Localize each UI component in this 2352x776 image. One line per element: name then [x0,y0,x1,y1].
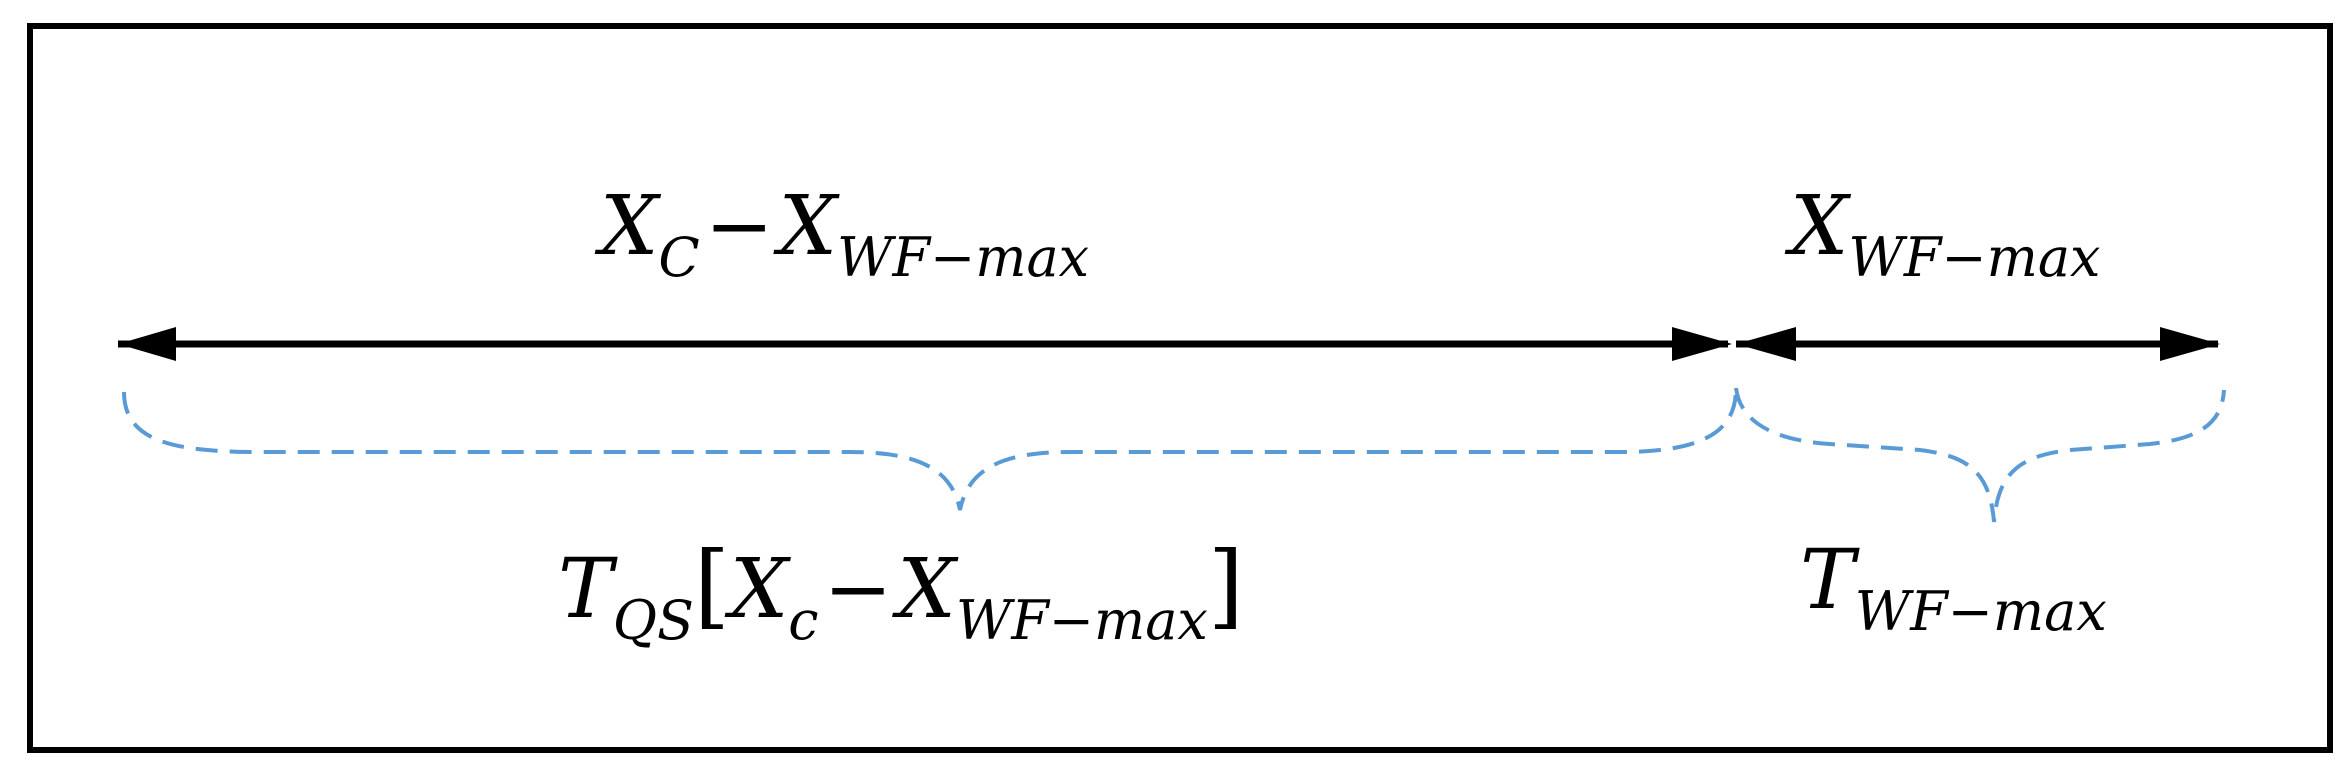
label-x-subscript: WF−max [1848,226,2101,289]
label-xc-minus-xwf-max: XC − XWF−max [600,186,1089,285]
label-x2-symbol: X [778,179,838,274]
label-x-subscript: c [788,589,819,652]
label-minus-sign: − [704,179,774,274]
outer-frame [27,23,2333,753]
right-arrow-head-left [1736,327,1796,361]
label-open-bracket: [ [693,532,730,639]
right-arrow-head-right [2160,327,2220,361]
label-x-symbol: X [729,542,789,637]
label-t-subscript: QS [612,589,694,652]
label-close-bracket: ] [1207,532,1244,639]
label-x2-symbol: X [897,542,956,637]
label-t-subscript: WF−max [1854,580,2107,643]
label-tqs-expression: TQS[Xc − XWF−max] [558,540,1244,648]
left-arrow-head-left [118,327,176,361]
label-t-symbol: T [1800,533,1855,628]
right-brace [1734,387,2226,523]
label-x-subscript: C [658,226,700,289]
label-twf-max: TWF−max [1800,540,2107,639]
label-minus-sign: − [823,542,893,637]
label-t-symbol: T [558,542,613,637]
label-x-symbol: X [1790,179,1849,274]
label-x2-subscript: WF−max [955,589,1208,652]
label-x-symbol: X [600,179,659,274]
label-x2-subscript: WF−max [837,226,1090,289]
label-xwf-max: XWF−max [1790,186,2100,285]
left-arrow-head-right [1672,327,1732,361]
left-brace [122,387,1738,511]
